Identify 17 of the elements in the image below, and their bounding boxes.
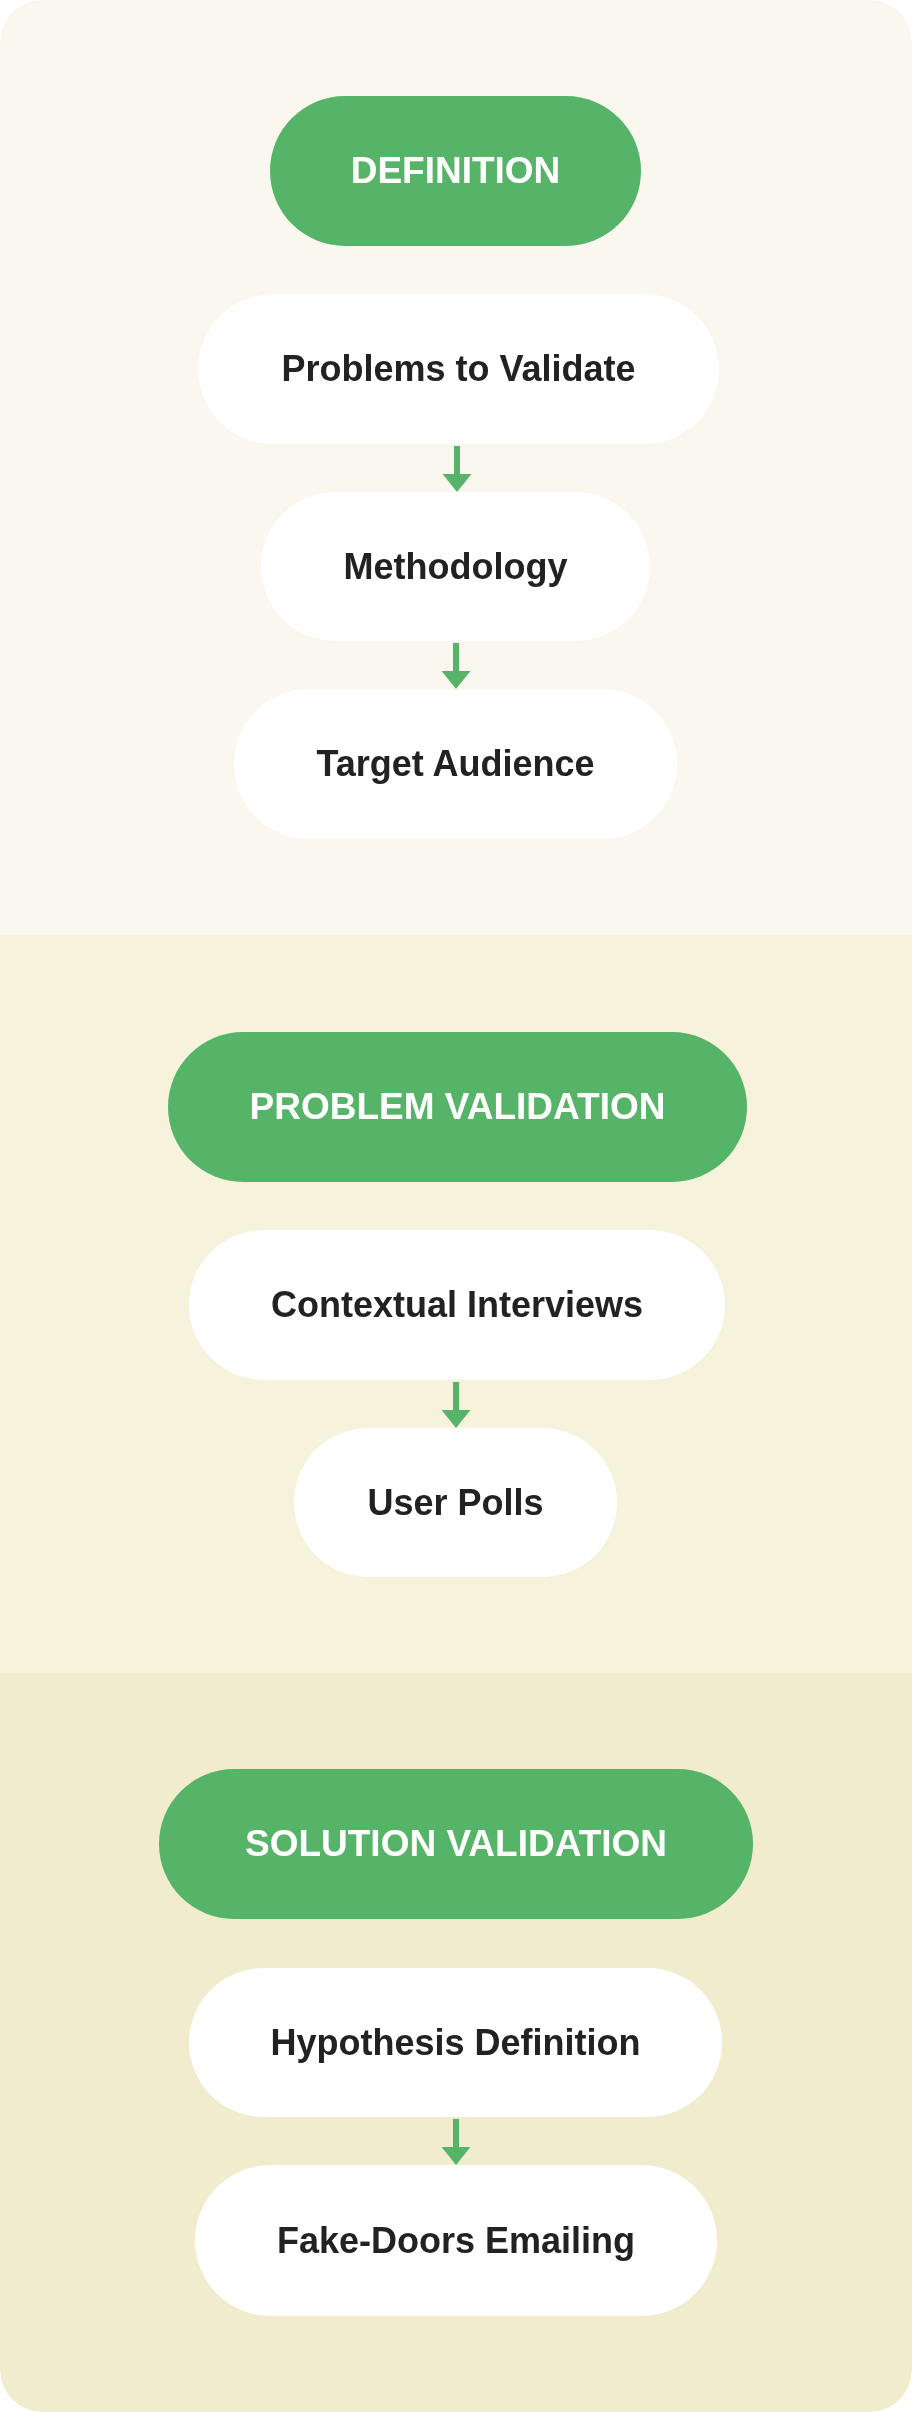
step-label: Problems to Validate xyxy=(281,347,636,391)
section-band xyxy=(0,0,912,935)
section-title: SOLUTION VALIDATION xyxy=(244,1821,668,1866)
step-label: Hypothesis Definition xyxy=(270,2020,641,2065)
step-label: Target Audience xyxy=(316,742,595,786)
section-title: PROBLEM VALIDATION xyxy=(249,1084,666,1129)
flow-arrow xyxy=(441,2119,471,2165)
flow-arrow xyxy=(442,446,472,492)
step-label: Methodology xyxy=(343,544,568,589)
section-band xyxy=(0,935,912,1673)
section-band xyxy=(0,1673,912,2412)
flow-arrow xyxy=(441,1382,471,1428)
flow-arrow xyxy=(441,643,471,689)
step-label: Fake-Doors Emailing xyxy=(276,2218,636,2263)
section-title: DEFINITION xyxy=(350,148,561,193)
step-label: User Polls xyxy=(367,1480,544,1525)
step-label: Contextual Interviews xyxy=(270,1283,644,1327)
